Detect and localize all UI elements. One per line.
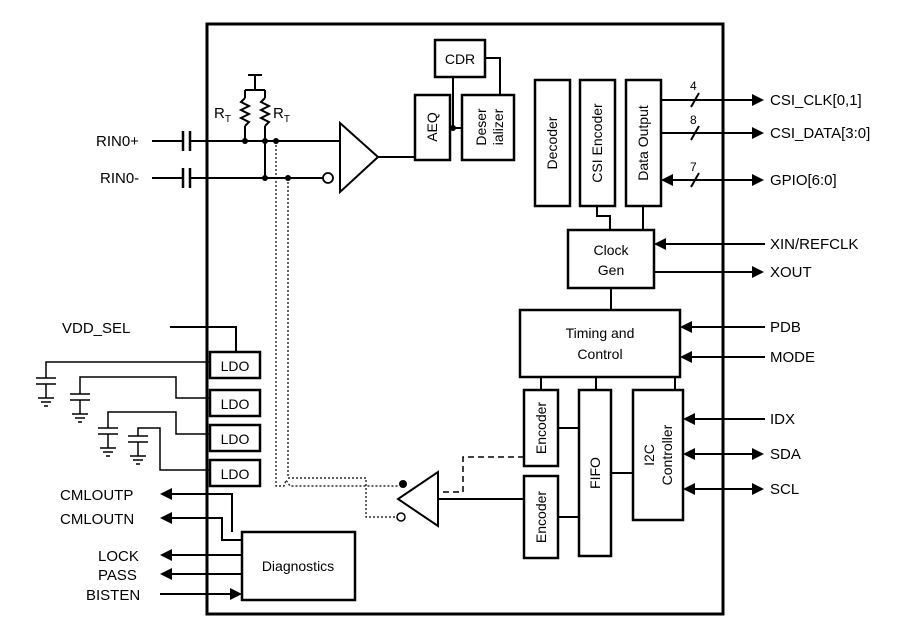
lock-label: LOCK: [98, 548, 139, 565]
aeq-block: AEQ: [413, 93, 452, 162]
csi-data-width: 8: [690, 113, 697, 127]
i2c-controller-block: I2C Controller: [631, 388, 685, 522]
mode-signal: MODE: [680, 349, 815, 366]
rt-left-label: RT: [214, 105, 231, 125]
timing-control-label-2: Control: [577, 346, 622, 362]
chip-outline: [205, 22, 725, 616]
csi-data-label: CSI_DATA[3:0]: [770, 125, 870, 142]
rin0p-label: RIN0+: [96, 133, 139, 150]
input-amplifier-icon: [322, 120, 415, 195]
ldo-stack: LDO LDO LDO LDO: [170, 326, 262, 488]
deserializer-label-1: Deser: [473, 108, 489, 146]
encoder-bottom-block: Encoder: [522, 474, 560, 560]
cmloutp-signal: CMLOUTP: [60, 487, 233, 532]
csi-clk-label: CSI_CLK[0,1]: [770, 92, 862, 109]
scl-signal: SCL: [683, 481, 799, 498]
data-output-label: Data Output: [635, 105, 651, 181]
fifo-label: FIFO: [587, 457, 603, 489]
data-output-block: Data Output: [624, 78, 663, 208]
idx-label: IDX: [770, 411, 795, 428]
coupling-capacitor-n: [181, 168, 192, 188]
xout-signal: XOUT: [654, 264, 812, 281]
csi-data-bus: 8 CSI_DATA[3:0]: [661, 113, 870, 142]
input-rin0n: RIN0-: [100, 168, 208, 188]
diagnostics-label: Diagnostics: [262, 558, 334, 574]
decoupling-capacitors: [36, 361, 210, 471]
csi-encoder-block: CSI Encoder: [578, 78, 617, 208]
lock-signal: LOCK: [98, 548, 242, 565]
deserializer-label-2: ializer: [490, 108, 506, 145]
deserializer-block: Deser ializer: [460, 93, 516, 162]
cmloutn-label: CMLOUTN: [60, 511, 134, 528]
clock-gen-block: Clock Gen: [566, 228, 656, 290]
clock-gen-label-2: Gen: [598, 262, 624, 278]
resistor-right-icon: [258, 97, 272, 127]
input-rin0p: RIN0+: [96, 131, 208, 151]
encoder-bottom-label: Encoder: [533, 491, 549, 543]
sda-label: SDA: [770, 446, 801, 463]
encoder-top-block: Encoder: [522, 388, 560, 468]
gpio-width: 7: [690, 160, 697, 174]
sda-signal: SDA: [683, 446, 801, 463]
ldo-1-label: LDO: [221, 358, 250, 374]
cmloutn-signal: CMLOUTN: [60, 511, 242, 541]
mode-label: MODE: [770, 349, 815, 366]
scl-label: SCL: [770, 481, 799, 498]
diagnostics-block: Diagnostics: [240, 530, 357, 602]
ldo-3-label: LDO: [221, 431, 250, 447]
coupling-capacitor-p: [181, 131, 192, 151]
timing-control-block: Timing and Control: [518, 308, 682, 379]
gpio-bus: 7 GPIO[6:0]: [661, 160, 837, 189]
idx-signal: IDX: [683, 411, 795, 428]
cmloutp-label: CMLOUTP: [60, 487, 133, 504]
back-channel-driver-icon: [396, 470, 524, 528]
ldo-4-label: LDO: [221, 466, 250, 482]
clock-gen-label-1: Clock: [593, 242, 629, 258]
ldo-2-label: LDO: [221, 396, 250, 412]
cdr-label: CDR: [445, 51, 475, 67]
encoder-top-label: Encoder: [533, 402, 549, 454]
csi-clk-bus: 4 CSI_CLK[0,1]: [661, 79, 862, 109]
decoder-block: Decoder: [533, 78, 572, 208]
aeq-label: AEQ: [424, 112, 440, 142]
xout-label: XOUT: [770, 264, 812, 281]
timing-control-label-1: Timing and: [566, 325, 635, 341]
csi-encoder-label: CSI Encoder: [589, 103, 605, 183]
xin-refclk-signal: XIN/REFCLK: [654, 236, 858, 253]
pass-label: PASS: [98, 567, 137, 584]
vdd-sel-label: VDD_SEL: [62, 320, 130, 337]
termination-resistors: RT RT: [214, 74, 291, 181]
resistor-left-icon: [238, 97, 252, 127]
fifo-block: FIFO: [577, 388, 613, 558]
i2c-label-2: Controller: [659, 424, 675, 485]
pass-signal: PASS: [98, 567, 242, 584]
xin-refclk-label: XIN/REFCLK: [770, 236, 858, 253]
pdb-label: PDB: [770, 319, 801, 336]
cdr-block: CDR: [433, 38, 487, 79]
rt-right-label: RT: [273, 105, 290, 125]
bisten-label: BISTEN: [86, 587, 140, 604]
rin0n-label: RIN0-: [100, 170, 139, 187]
csi-clk-width: 4: [690, 79, 697, 93]
pdb-signal: PDB: [680, 319, 801, 336]
gpio-label: GPIO[6:0]: [770, 172, 837, 189]
i2c-label-1: I2C: [641, 444, 657, 466]
bisten-signal: BISTEN: [86, 587, 242, 604]
decoder-label: Decoder: [544, 116, 560, 169]
